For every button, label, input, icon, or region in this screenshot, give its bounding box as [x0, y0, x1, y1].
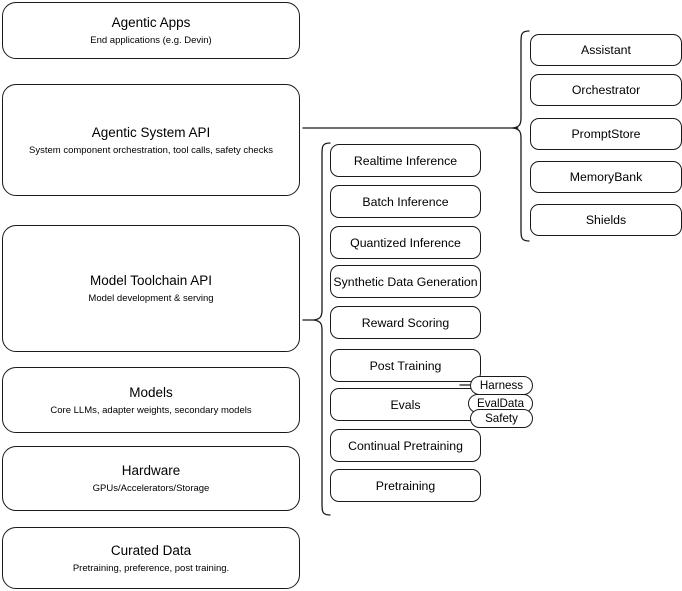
- component-shields[interactable]: Shields: [530, 204, 682, 236]
- layer-subtitle: Model development & serving: [88, 293, 214, 304]
- badge-label: Safety: [485, 411, 518, 425]
- component-label: PromptStore: [571, 127, 641, 141]
- component-label: Orchestrator: [571, 83, 641, 97]
- layer-curated-data[interactable]: Curated Data Pretraining, preference, po…: [2, 527, 300, 589]
- layer-subtitle: End applications (e.g. Devin): [90, 35, 212, 46]
- layer-agentic-system-api[interactable]: Agentic System API System component orch…: [2, 84, 300, 196]
- layer-agentic-apps[interactable]: Agentic Apps End applications (e.g. Devi…: [2, 2, 300, 59]
- capability-batch-inference[interactable]: Batch Inference: [330, 185, 481, 218]
- layer-models[interactable]: Models Core LLMs, adapter weights, secon…: [2, 367, 300, 433]
- capability-label: Synthetic Data Generation: [333, 274, 478, 289]
- capability-continual-pretraining[interactable]: Continual Pretraining: [330, 429, 481, 462]
- component-orchestrator[interactable]: Orchestrator: [530, 74, 682, 106]
- capability-label: Continual Pretraining: [348, 438, 463, 453]
- layer-subtitle: System component orchestration, tool cal…: [29, 144, 273, 156]
- badge-label: Harness: [479, 378, 524, 392]
- component-assistant[interactable]: Assistant: [530, 34, 682, 66]
- layer-title: Agentic System API: [91, 124, 211, 140]
- badge-harness[interactable]: Harness: [470, 376, 533, 395]
- component-promptstore[interactable]: PromptStore: [530, 118, 682, 150]
- layer-hardware[interactable]: Hardware GPUs/Accelerators/Storage: [2, 446, 300, 511]
- capability-label: Post Training: [369, 358, 442, 373]
- layer-subtitle: Core LLMs, adapter weights, secondary mo…: [50, 404, 252, 416]
- layer-title: Model Toolchain API: [89, 273, 213, 288]
- layer-title: Curated Data: [110, 542, 192, 558]
- layer-subtitle: Pretraining, preference, post training.: [72, 562, 230, 574]
- component-memorybank[interactable]: MemoryBank: [530, 161, 682, 193]
- badge-safety[interactable]: Safety: [470, 409, 533, 428]
- capability-pretraining[interactable]: Pretraining: [330, 469, 481, 502]
- capability-label: Realtime Inference: [353, 153, 458, 168]
- capability-label: Evals: [390, 397, 421, 412]
- capability-reward-scoring[interactable]: Reward Scoring: [330, 306, 481, 339]
- capability-quantized-inference[interactable]: Quantized Inference: [330, 226, 481, 259]
- layer-subtitle: GPUs/Accelerators/Storage: [92, 483, 210, 494]
- capability-evals[interactable]: Evals: [330, 388, 481, 421]
- layer-title: Hardware: [121, 463, 181, 478]
- capability-label: Batch Inference: [362, 194, 449, 209]
- capability-label: Reward Scoring: [361, 315, 450, 330]
- capability-synthetic-data-generation[interactable]: Synthetic Data Generation: [330, 265, 481, 298]
- brace-toolchain-capabilities: [313, 142, 331, 516]
- layer-model-toolchain-api[interactable]: Model Toolchain API Model development & …: [2, 225, 300, 352]
- capability-post-training[interactable]: Post Training: [330, 349, 481, 382]
- capability-label: Pretraining: [375, 478, 436, 493]
- layer-title: Models: [129, 384, 173, 400]
- component-label: Shields: [585, 213, 627, 227]
- brace-system-components: [512, 30, 530, 242]
- component-label: Assistant: [581, 43, 631, 57]
- capability-label: Quantized Inference: [350, 235, 461, 250]
- capability-realtime-inference[interactable]: Realtime Inference: [330, 144, 481, 177]
- badge-label: EvalData: [476, 396, 525, 410]
- layer-title: Agentic Apps: [111, 15, 191, 30]
- component-label: MemoryBank: [569, 170, 643, 184]
